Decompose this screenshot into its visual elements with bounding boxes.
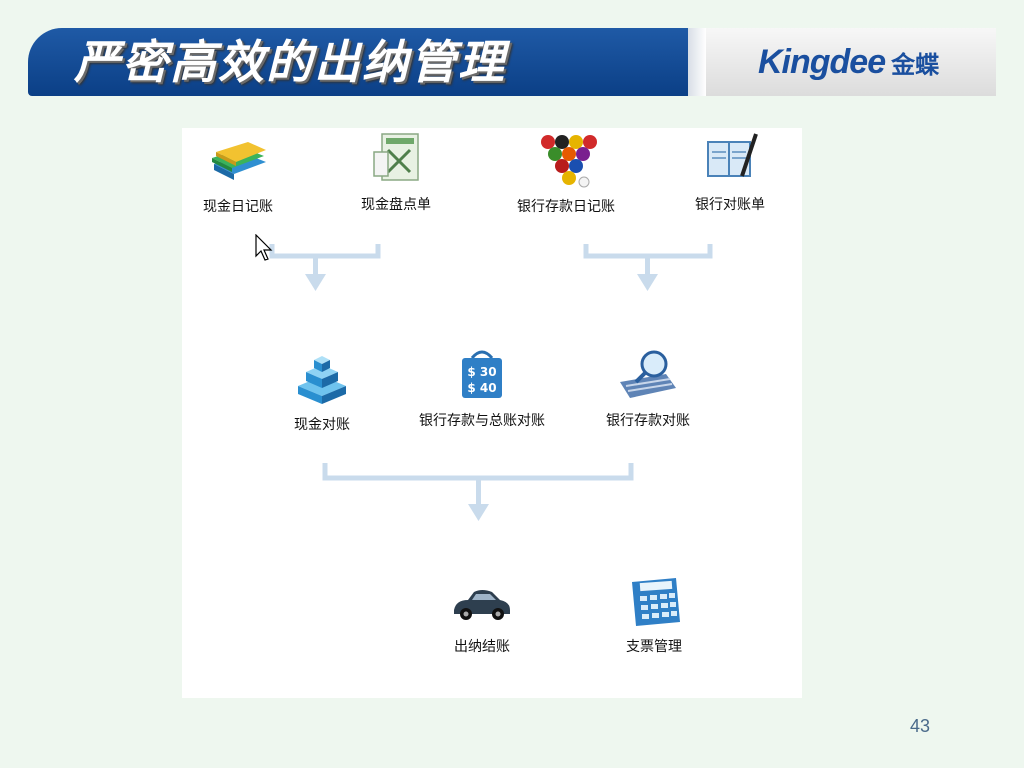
node-label: 出纳结账 [454, 639, 510, 655]
arrow-head-middle [468, 504, 489, 521]
node-label: 现金日记账 [203, 199, 273, 215]
node-check-management[interactable]: 支票管理 [606, 574, 702, 656]
calculator-icon [632, 578, 680, 626]
svg-text:$ 40: $ 40 [467, 381, 496, 395]
keyboard-magnifier-icon [620, 350, 676, 398]
node-cash-journal[interactable]: 现金日记账 [190, 134, 286, 216]
arrow-head-cash [305, 274, 326, 291]
logo-text-en: Kingdee [758, 43, 886, 81]
node-cash-count-sheet[interactable]: 现金盘点单 [348, 132, 444, 214]
flow-connectors [269, 244, 713, 521]
arrow-stem-bank [645, 258, 650, 276]
connector-middle [322, 463, 634, 481]
stacked-blocks-icon [298, 356, 346, 404]
books-icon [212, 142, 266, 180]
banner-divider [688, 28, 706, 96]
svg-text:$ 30: $ 30 [467, 365, 496, 379]
connector-bank-top [583, 244, 713, 259]
node-label: 银行存款日记账 [517, 199, 615, 215]
notebook-pen-icon [707, 133, 758, 177]
node-label: 银行存款对账 [606, 413, 690, 429]
logo-text-cn: 金蝶 [891, 51, 940, 79]
connector-cash-top [269, 244, 381, 259]
node-label: 银行存款与总账对账 [419, 413, 545, 429]
car-icon [454, 590, 510, 620]
mouse-cursor-icon [255, 234, 273, 261]
workflow-panel: 现金日记账 现金盘点单 银行存款日记账 [182, 128, 802, 698]
arrow-stem-middle [476, 480, 481, 506]
banner-title-area: 严密高效的出纳管理 [28, 28, 688, 96]
node-label: 现金对账 [294, 417, 350, 433]
arrow-head-bank [637, 274, 658, 291]
node-label: 支票管理 [626, 639, 682, 655]
calculator-sheet-icon [373, 133, 419, 181]
page-title: 严密高效的出纳管理 [74, 35, 506, 89]
node-bank-deposit-journal[interactable]: 银行存款日记账 [506, 134, 626, 216]
node-bank-statement[interactable]: 银行对账单 [682, 132, 778, 214]
node-bank-deposit-reconciliation[interactable]: 银行存款对账 [596, 348, 700, 430]
price-bag-icon: $ 30 $ 40 [462, 350, 502, 398]
node-label: 银行对账单 [695, 197, 765, 213]
node-label: 现金盘点单 [361, 197, 431, 213]
node-bank-gl-reconciliation[interactable]: $ 30 $ 40 银行存款与总账对账 [402, 348, 562, 430]
page-number: 43 [910, 716, 931, 736]
node-cash-reconciliation[interactable]: 现金对账 [274, 352, 370, 434]
billiard-balls-icon [541, 135, 597, 188]
arrow-stem-cash [313, 258, 318, 276]
node-cashier-closing[interactable]: 出纳结账 [434, 574, 530, 656]
